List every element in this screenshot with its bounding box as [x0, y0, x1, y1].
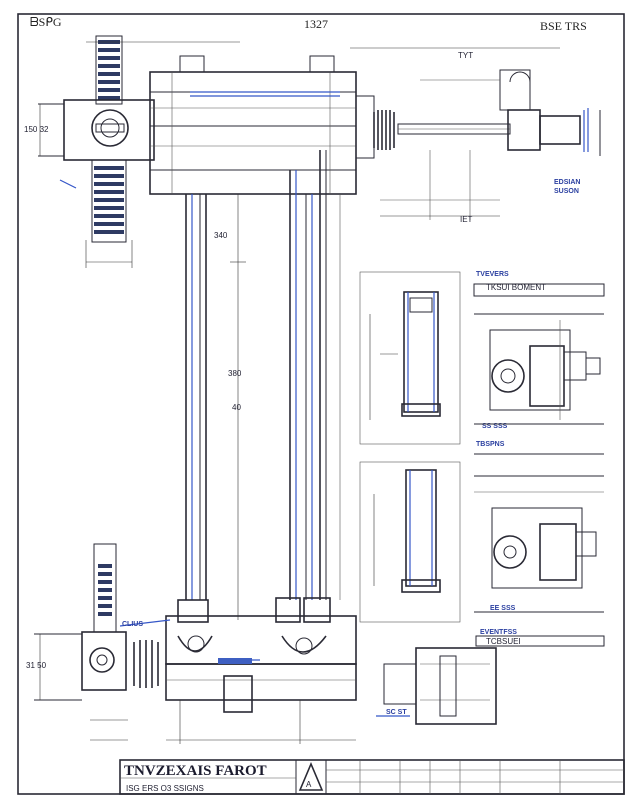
- drawing-subtitle: ISG ERS O3 SSIGNS: [126, 784, 204, 793]
- detail3-ref: SC ST: [386, 709, 407, 716]
- dim-lower-left-label: 31 50: [26, 661, 47, 670]
- detail-view-1: TVEVERS TKSUI BOMENT SS SSS: [359, 271, 605, 445]
- detail-view-3: EVENTFSS TCBSUEI SC ST: [376, 629, 605, 725]
- lower-left-spring: 31 50: [26, 543, 128, 741]
- detail2-title: TBSPNS: [476, 441, 505, 448]
- dim-center-label-a: 340: [214, 231, 228, 240]
- detail3-note: TCBSUEI: [486, 637, 521, 646]
- sheet-border: [17, 13, 625, 795]
- dim-left-label: 150 32: [24, 125, 49, 134]
- note-blue-2: CLIUS: [122, 621, 143, 628]
- detail2-ref: EE SSS: [490, 605, 516, 612]
- vertical-columns: 340 380 40: [185, 150, 341, 620]
- drawing-title: TNVZEXAIS FAROT: [124, 763, 267, 779]
- detail1-ref: SS SSS: [482, 423, 508, 430]
- header-center-code: 1327: [304, 17, 328, 31]
- detail3-title: EVENTFSS: [480, 629, 517, 636]
- title-block: TNVZEXAIS FAROT ISG ERS O3 SSIGNS A: [119, 759, 625, 795]
- bottom-thread: [133, 640, 159, 688]
- header-right-code: BSE TRS: [540, 19, 587, 33]
- upper-coil: [98, 40, 120, 100]
- dim-center-label: 380: [228, 369, 242, 378]
- logo-triangle-icon: [298, 761, 324, 791]
- dim-top-label: TYT: [458, 51, 473, 60]
- detail-view-2: TBSPNS EE SSS: [359, 441, 604, 623]
- right-thread: [373, 110, 395, 150]
- detail1-note: TKSUI BOMENT: [486, 283, 546, 292]
- dim-bottom-right-label: IET: [460, 215, 473, 224]
- dim-mid-label: 40: [232, 403, 241, 412]
- logo-letter: A: [306, 780, 312, 789]
- bottom-manifold: CLIUS: [119, 597, 357, 744]
- header-left-code: ᗷSᑭG: [30, 15, 62, 29]
- detail1-title: TVEVERS: [476, 271, 509, 278]
- lower-coil: [94, 166, 124, 234]
- upper-spring-assembly: 150 32: [24, 35, 155, 268]
